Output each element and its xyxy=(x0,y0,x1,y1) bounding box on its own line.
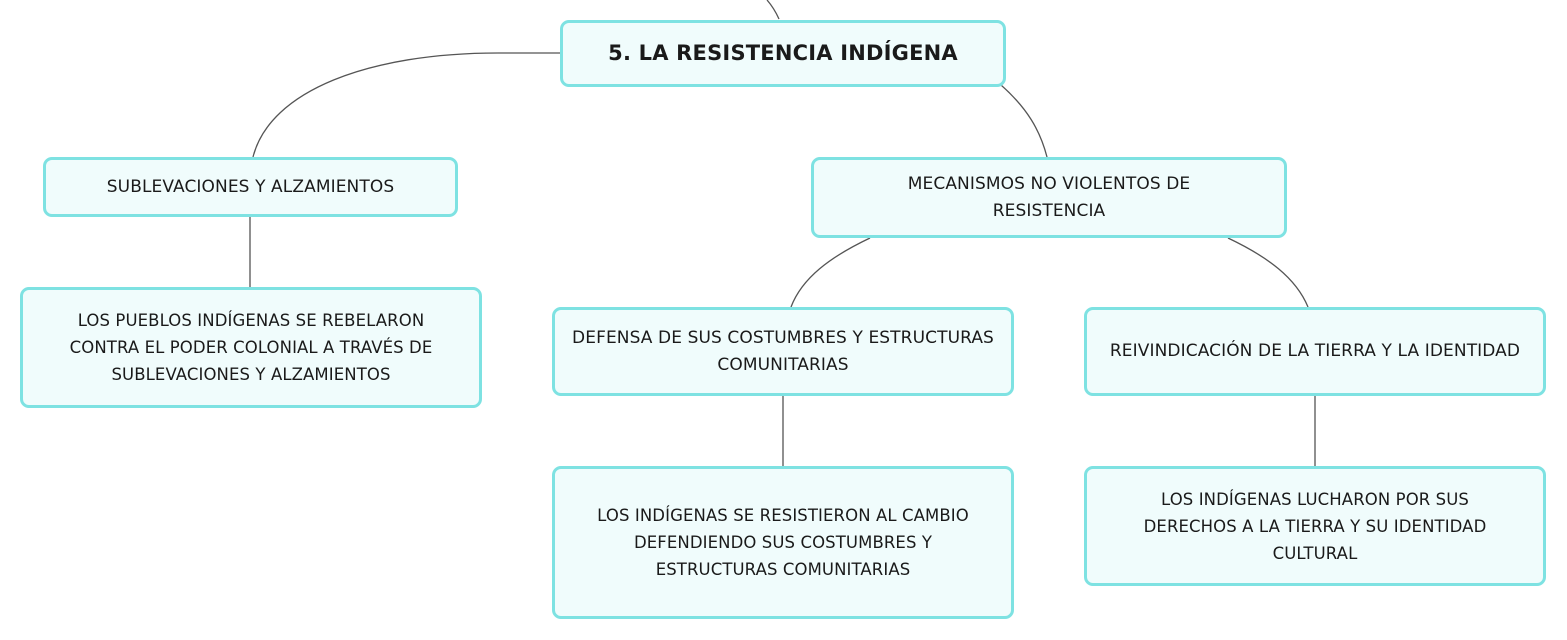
node-sublevaciones-label: SUBLEVACIONES Y ALZAMIENTOS xyxy=(106,176,395,197)
connector-root-to-sublevaciones xyxy=(252,52,560,158)
node-defensa-label: DEFENSA DE SUS COSTUMBRES Y ESTRUCTURAS … xyxy=(572,327,994,375)
connector-incoming-root xyxy=(766,0,780,20)
node-reivindicacion[interactable]: REIVINDICACIÓN DE LA TIERRA Y LA IDENTID… xyxy=(1084,307,1546,396)
node-mecanismos[interactable]: MECANISMOS NO VIOLENTOS DE RESISTENCIA xyxy=(811,157,1287,238)
node-sublevaciones-detail[interactable]: LOS PUEBLOS INDÍGENAS SE REBELARON CONTR… xyxy=(20,287,482,408)
root-node-label: 5. LA RESISTENCIA INDÍGENA xyxy=(608,41,958,65)
connector-mecanismos-to-reivindicacion xyxy=(1227,237,1309,308)
connector-mecanismos-to-defensa xyxy=(790,237,871,308)
node-reivindicacion-detail-label: LOS INDÍGENAS LUCHARON POR SUS DERECHOS … xyxy=(1143,489,1487,563)
node-defensa-detail-label: LOS INDÍGENAS SE RESISTIERON AL CAMBIO D… xyxy=(597,506,969,579)
node-reivindicacion-detail[interactable]: LOS INDÍGENAS LUCHARON POR SUS DERECHOS … xyxy=(1084,466,1546,586)
node-defensa[interactable]: DEFENSA DE SUS COSTUMBRES Y ESTRUCTURAS … xyxy=(552,307,1014,396)
node-defensa-detail[interactable]: LOS INDÍGENAS SE RESISTIERON AL CAMBIO D… xyxy=(552,466,1014,619)
node-sublevaciones[interactable]: SUBLEVACIONES Y ALZAMIENTOS xyxy=(43,157,458,217)
node-mecanismos-label: MECANISMOS NO VIOLENTOS DE RESISTENCIA xyxy=(907,173,1191,221)
connector-root-to-mecanismos xyxy=(1000,84,1048,158)
root-node[interactable]: 5. LA RESISTENCIA INDÍGENA xyxy=(560,20,1006,87)
node-sublevaciones-detail-label: LOS PUEBLOS INDÍGENAS SE REBELARON CONTR… xyxy=(69,311,433,384)
node-reivindicacion-label: REIVINDICACIÓN DE LA TIERRA Y LA IDENTID… xyxy=(1109,341,1521,361)
